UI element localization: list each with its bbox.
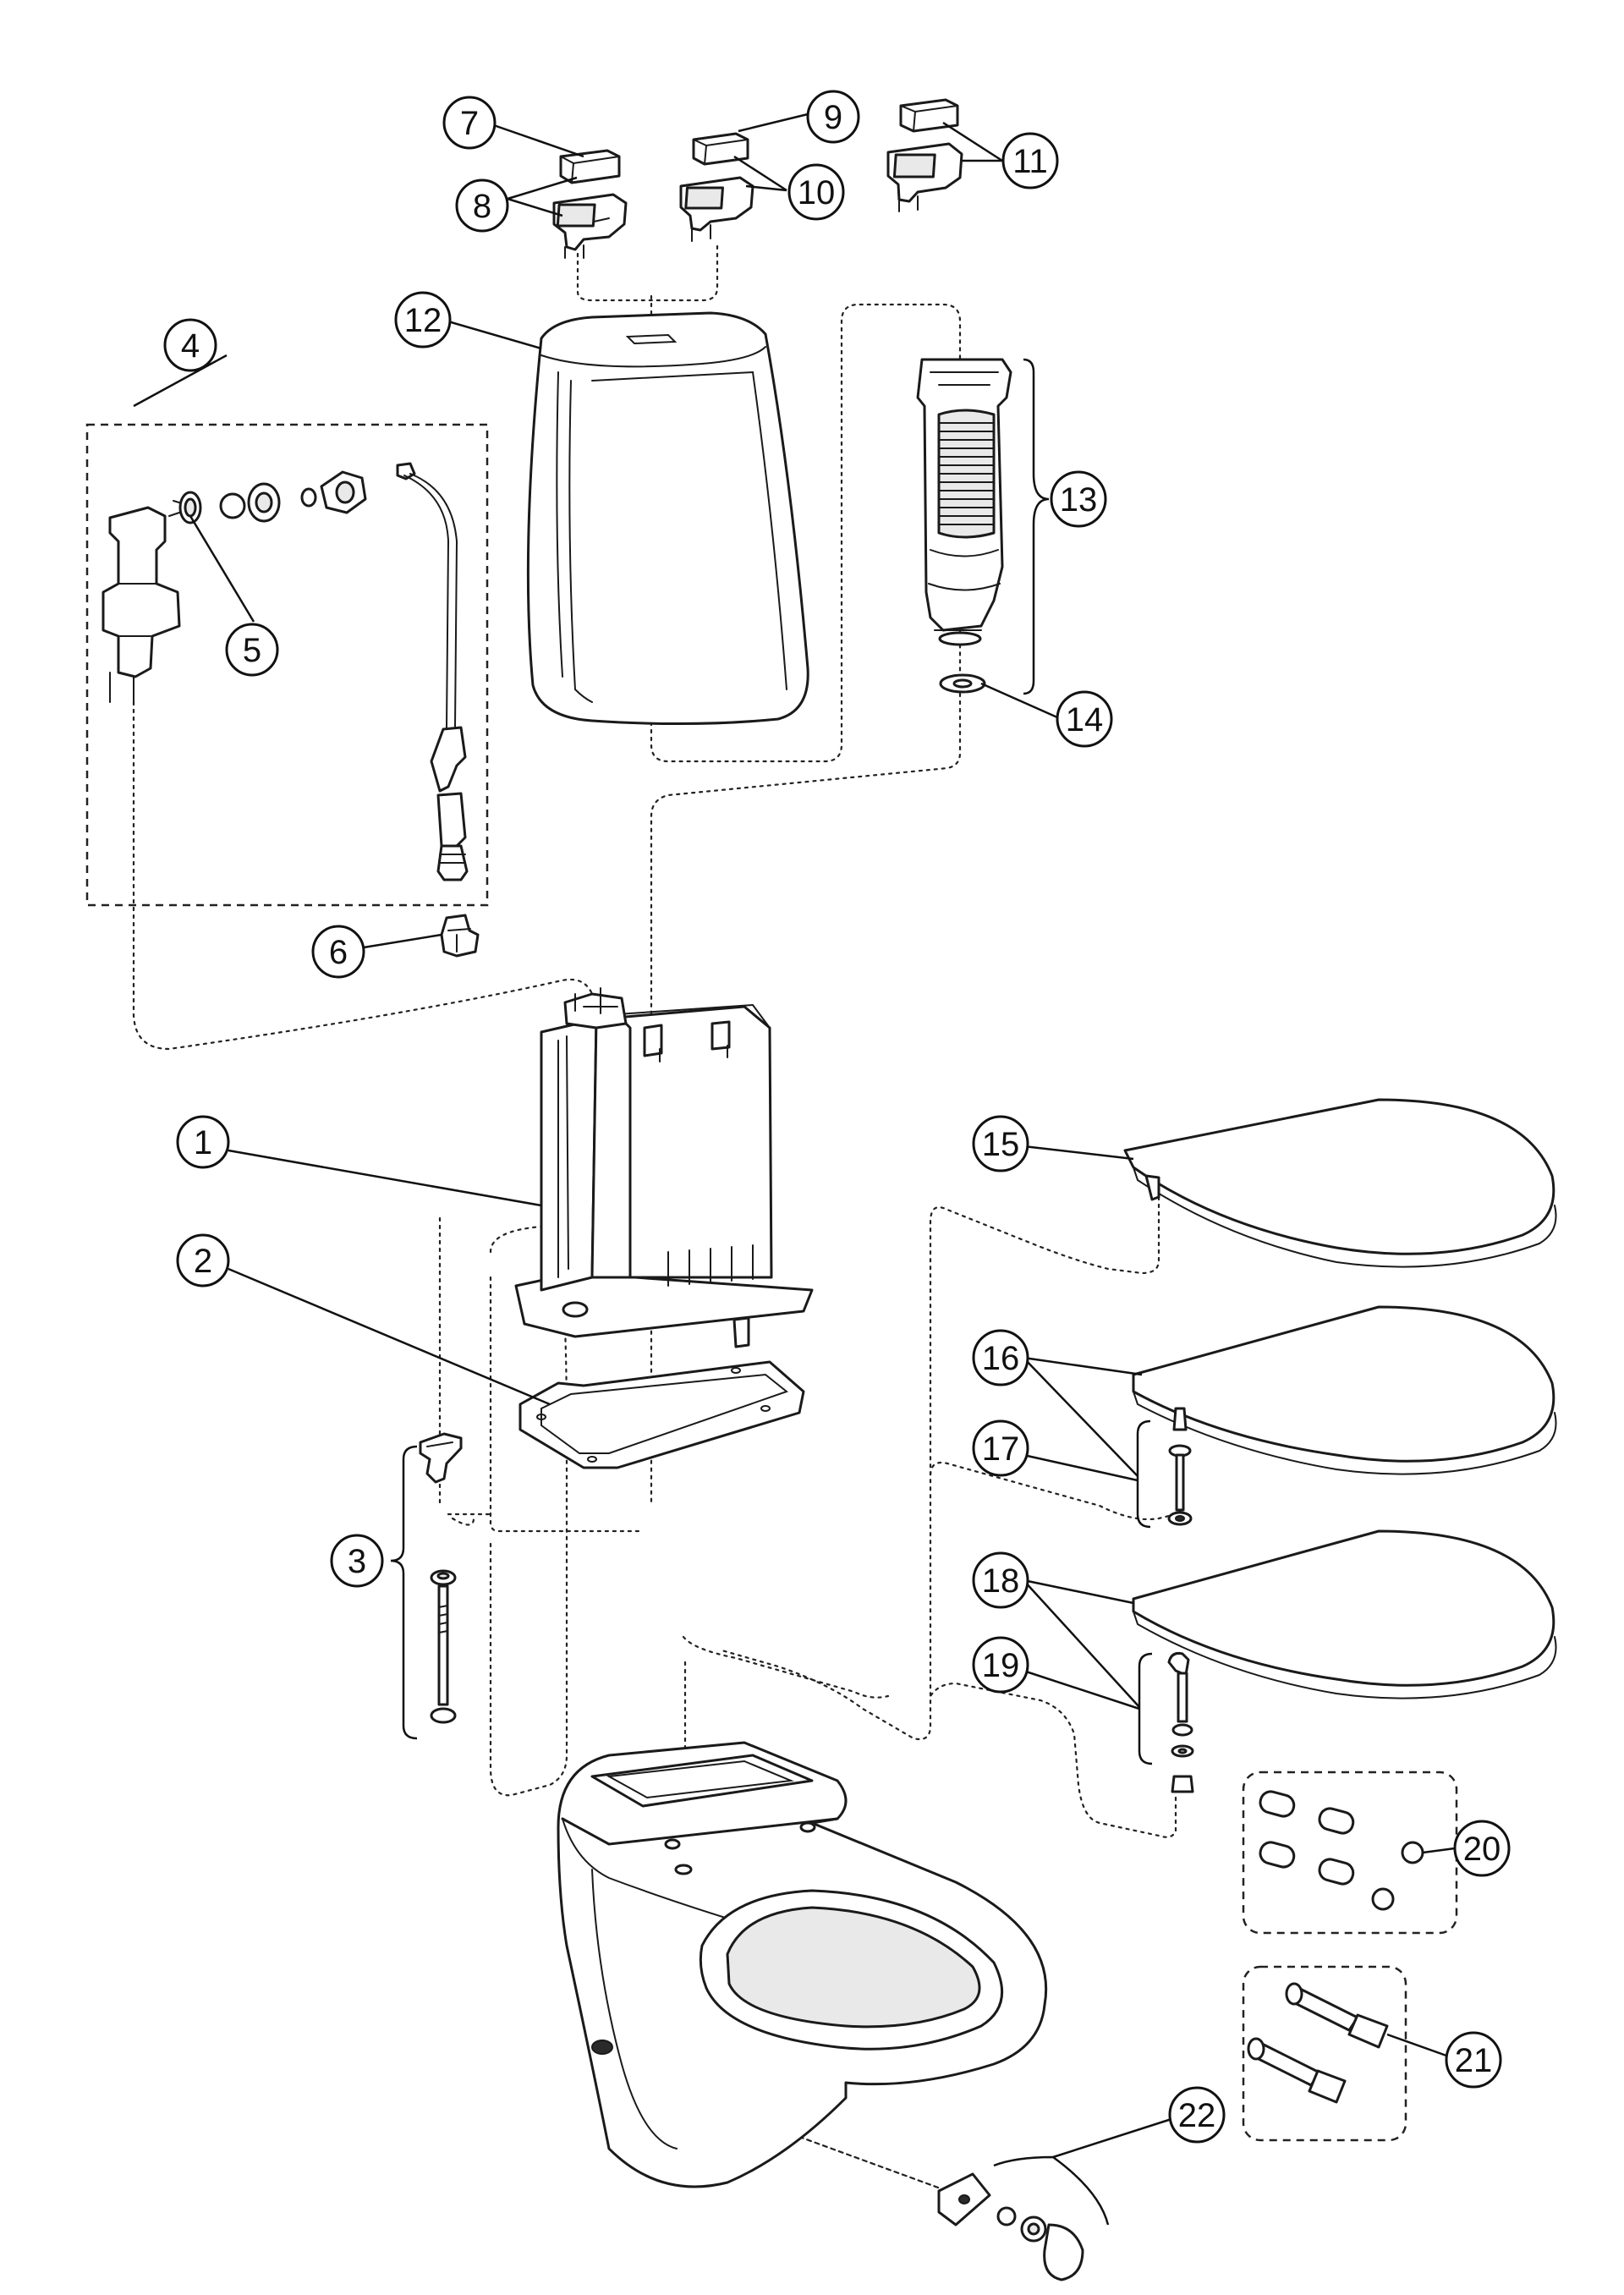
callout-14: 14 — [1056, 690, 1113, 748]
callout-circle — [972, 1551, 1029, 1609]
callout-18: 18 — [972, 1551, 1029, 1609]
callout-6: 6 — [311, 925, 365, 979]
callout-circle — [442, 96, 497, 150]
callout-label: 18 — [982, 1562, 1020, 1600]
callout-circle — [1001, 132, 1059, 189]
callout-22: 22 — [1168, 2086, 1226, 2144]
callout-label: 13 — [1060, 481, 1098, 519]
callout-circle — [972, 1419, 1029, 1477]
callout-20: 20 — [1453, 1820, 1511, 1877]
callout-21: 21 — [1445, 2031, 1502, 2089]
plug-set-group-box — [1242, 1771, 1458, 1935]
callout-label: 14 — [1066, 701, 1104, 738]
callout-circle — [787, 163, 845, 221]
callout-label: 16 — [982, 1340, 1020, 1377]
seal-ring — [939, 673, 986, 694]
callout-circle — [806, 90, 860, 144]
toilet-seat-15 — [1123, 1098, 1557, 1268]
callout-circle — [1056, 690, 1113, 748]
callout-circle — [311, 925, 365, 979]
wall-fitting-set — [937, 2172, 1084, 2281]
hinge-set-17 — [1167, 1407, 1193, 1526]
callout-label: 9 — [824, 99, 842, 136]
flush-button-2 — [679, 132, 754, 242]
toilet-seat-16 — [1132, 1305, 1557, 1475]
callout-label: 22 — [1178, 2097, 1216, 2134]
cistern — [514, 987, 814, 1348]
hinge-set-19 — [1167, 1652, 1194, 1793]
callout-label: 21 — [1455, 2042, 1493, 2079]
callout-circle — [225, 623, 279, 677]
callout-circle — [1445, 2031, 1502, 2089]
callout-2: 2 — [176, 1233, 230, 1288]
cistern-ribs — [667, 1244, 754, 1287]
callout-label: 11 — [1012, 143, 1048, 180]
callout-7: 7 — [442, 96, 497, 150]
callout-circle — [176, 1233, 230, 1288]
callout-circle — [1050, 470, 1107, 528]
callout-label: 10 — [798, 174, 836, 211]
callout-label: 20 — [1463, 1831, 1501, 1868]
flush-button-3 — [886, 98, 963, 212]
callout-circle — [972, 1329, 1029, 1386]
angle-valve — [440, 914, 480, 958]
plug-set — [1259, 1790, 1424, 1911]
callout-11: 11 — [1001, 132, 1059, 189]
callout-4: 4 — [163, 318, 217, 372]
fill-valve — [102, 462, 469, 881]
callout-label: 5 — [243, 632, 261, 669]
callout-12: 12 — [394, 291, 452, 349]
callout-3: 3 — [330, 1534, 384, 1588]
flush-button-1 — [552, 149, 628, 259]
callout-label: 3 — [348, 1543, 366, 1580]
callout-19: 19 — [972, 1636, 1029, 1694]
callout-circle — [330, 1534, 384, 1588]
gasket — [518, 1360, 805, 1469]
fill-valve-group-box — [85, 423, 489, 907]
callout-8: 8 — [455, 178, 509, 233]
callout-15: 15 — [972, 1115, 1029, 1172]
callout-circle — [394, 291, 452, 349]
mounting-set — [419, 1432, 463, 1724]
callout-label: 1 — [194, 1124, 212, 1161]
callout-label: 19 — [982, 1647, 1020, 1684]
callout-circle — [163, 318, 217, 372]
hinge-set-17-bracket — [1136, 1419, 1151, 1529]
callout-circle — [455, 178, 509, 233]
flush-valve-ribs — [938, 422, 995, 525]
flush-valve-bracket — [1023, 358, 1050, 695]
callout-circle — [1168, 2086, 1226, 2144]
wall-bolt-set-group-box — [1242, 1965, 1407, 2142]
callout-label: 17 — [982, 1430, 1020, 1468]
callout-9: 9 — [806, 90, 860, 144]
callout-label: 4 — [181, 327, 200, 365]
callout-1: 1 — [176, 1115, 230, 1169]
leader-lines — [133, 113, 1456, 2226]
group-boxes — [85, 423, 1458, 2142]
callout-circle — [972, 1636, 1029, 1694]
flush-valve — [916, 358, 1012, 646]
wall-bolt-set — [1247, 1982, 1389, 2104]
callout-circle — [1453, 1820, 1511, 1877]
callout-13: 13 — [1050, 470, 1107, 528]
callout-label: 6 — [329, 934, 348, 971]
callout-5: 5 — [225, 623, 279, 677]
callout-circle — [972, 1115, 1029, 1172]
callout-label: 8 — [473, 188, 491, 225]
callout-17: 17 — [972, 1419, 1029, 1477]
hinge-set-19-bracket — [1138, 1652, 1153, 1765]
callout-label: 7 — [460, 105, 479, 142]
toilet-bowl — [557, 1741, 1048, 2188]
toilet-seat-18 — [1132, 1529, 1557, 1699]
callout-10: 10 — [787, 163, 845, 221]
callout-circle — [176, 1115, 230, 1169]
tank-cover — [526, 311, 809, 726]
mounting-set-bracket — [390, 1445, 418, 1740]
callout-label: 2 — [194, 1243, 212, 1280]
callout-16: 16 — [972, 1329, 1029, 1386]
callout-label: 12 — [404, 302, 442, 339]
callout-label: 15 — [982, 1126, 1020, 1163]
